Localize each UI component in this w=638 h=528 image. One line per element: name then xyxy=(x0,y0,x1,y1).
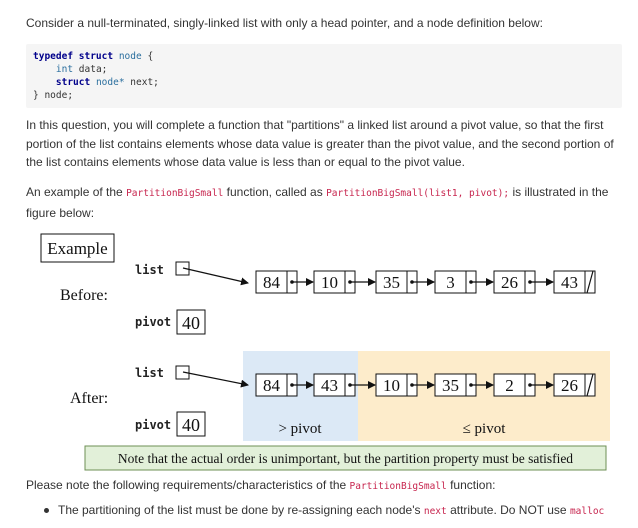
list-pointer-arrow xyxy=(182,267,249,286)
lesser-label: ≤ pivot xyxy=(463,421,507,437)
node-value: 43 xyxy=(561,273,578,292)
list-node: 35 xyxy=(375,270,435,294)
code-block: typedef struct node { int data; struct n… xyxy=(26,44,622,108)
node-value: 3 xyxy=(446,273,455,292)
null-pointer-slash xyxy=(586,373,594,397)
list-pointer-arrow xyxy=(182,371,249,388)
list-node: 84 xyxy=(255,270,314,294)
description-paragraph: In this question, you will complete a fu… xyxy=(26,118,614,169)
bullet-text-before: The partitioning of the list must be don… xyxy=(58,503,421,517)
list-node: 10 xyxy=(375,373,435,397)
greater-label: > pivot xyxy=(278,421,322,437)
before-label: Before: xyxy=(60,287,108,304)
list-node: 26 xyxy=(493,270,554,294)
example-label: Example xyxy=(47,239,107,258)
list-node: 3 xyxy=(434,270,494,294)
example-sentence: An example of the PartitionBigSmall func… xyxy=(26,183,622,222)
pivot-value: 40 xyxy=(182,313,200,333)
list-node: 43 xyxy=(313,373,376,397)
pivot-value: 40 xyxy=(182,415,200,435)
function-name: PartitionBigSmall xyxy=(349,481,447,492)
list-pointer-box xyxy=(175,365,190,380)
bullet-attr: next xyxy=(423,506,447,517)
example-text-middle: function, called as xyxy=(226,185,323,199)
node-value: 26 xyxy=(561,376,578,395)
after-label: After: xyxy=(70,390,108,407)
code-field: next; xyxy=(130,77,159,88)
bullet-item: The partitioning of the list must be don… xyxy=(58,501,622,522)
node-value: 10 xyxy=(321,273,338,292)
after-node-chain: 84 43 10 35 2 26 xyxy=(255,373,596,397)
node-value: 35 xyxy=(383,273,400,292)
pivot-label: pivot xyxy=(135,315,171,329)
example-box xyxy=(40,233,115,263)
requirements-sentence: Please note the following requirements/c… xyxy=(26,476,622,497)
requirements-text-before: Please note the following requirements/c… xyxy=(26,478,347,492)
node-value: 10 xyxy=(383,376,400,395)
bullet-text-middle: attribute. Do NOT use xyxy=(450,503,567,517)
requirements-text-after: function: xyxy=(450,478,496,492)
before-node-chain: 84 10 35 3 26 43 xyxy=(255,270,596,294)
list-node: 26 xyxy=(553,373,596,397)
code-close: } node; xyxy=(33,90,74,101)
intro-text: Consider a null-terminated, singly-linke… xyxy=(26,16,543,30)
example-text-before: An example of the xyxy=(26,185,123,199)
list-node: 2 xyxy=(493,373,554,397)
node-value: 43 xyxy=(321,376,338,395)
example-text-after: is illustrated in the figure below: xyxy=(26,185,609,220)
note-box xyxy=(84,445,607,471)
function-call: PartitionBigSmall(list1, pivot); xyxy=(326,188,510,199)
list-node: 10 xyxy=(313,270,376,294)
function-name: PartitionBigSmall xyxy=(126,188,224,199)
code-type: int xyxy=(55,64,74,75)
code-field: data; xyxy=(78,64,108,75)
list-node: 84 xyxy=(255,373,314,397)
code-brace: { xyxy=(147,51,154,62)
code-keyword: typedef struct xyxy=(33,51,114,62)
code-keyword: struct xyxy=(55,77,91,88)
node-value: 2 xyxy=(505,376,514,395)
list-pointer-box xyxy=(175,261,190,276)
node-value: 84 xyxy=(263,273,281,292)
node-value: 26 xyxy=(501,273,518,292)
node-value: 84 xyxy=(263,376,281,395)
code-type: node* xyxy=(95,77,125,88)
pivot-box xyxy=(176,309,206,335)
note-text: Note that the actual order is unimportan… xyxy=(118,451,573,466)
list-node: 35 xyxy=(434,373,494,397)
list-label: list xyxy=(135,263,164,277)
list-node: 43 xyxy=(553,270,596,294)
bullet-dot xyxy=(44,508,49,513)
node-value: 35 xyxy=(442,376,459,395)
null-pointer-slash xyxy=(586,270,594,294)
bullet-code: malloc xyxy=(569,506,605,517)
list-label: list xyxy=(135,366,164,380)
pivot-box xyxy=(176,411,206,437)
pivot-label: pivot xyxy=(135,418,171,432)
code-struct-name: node xyxy=(118,51,142,62)
